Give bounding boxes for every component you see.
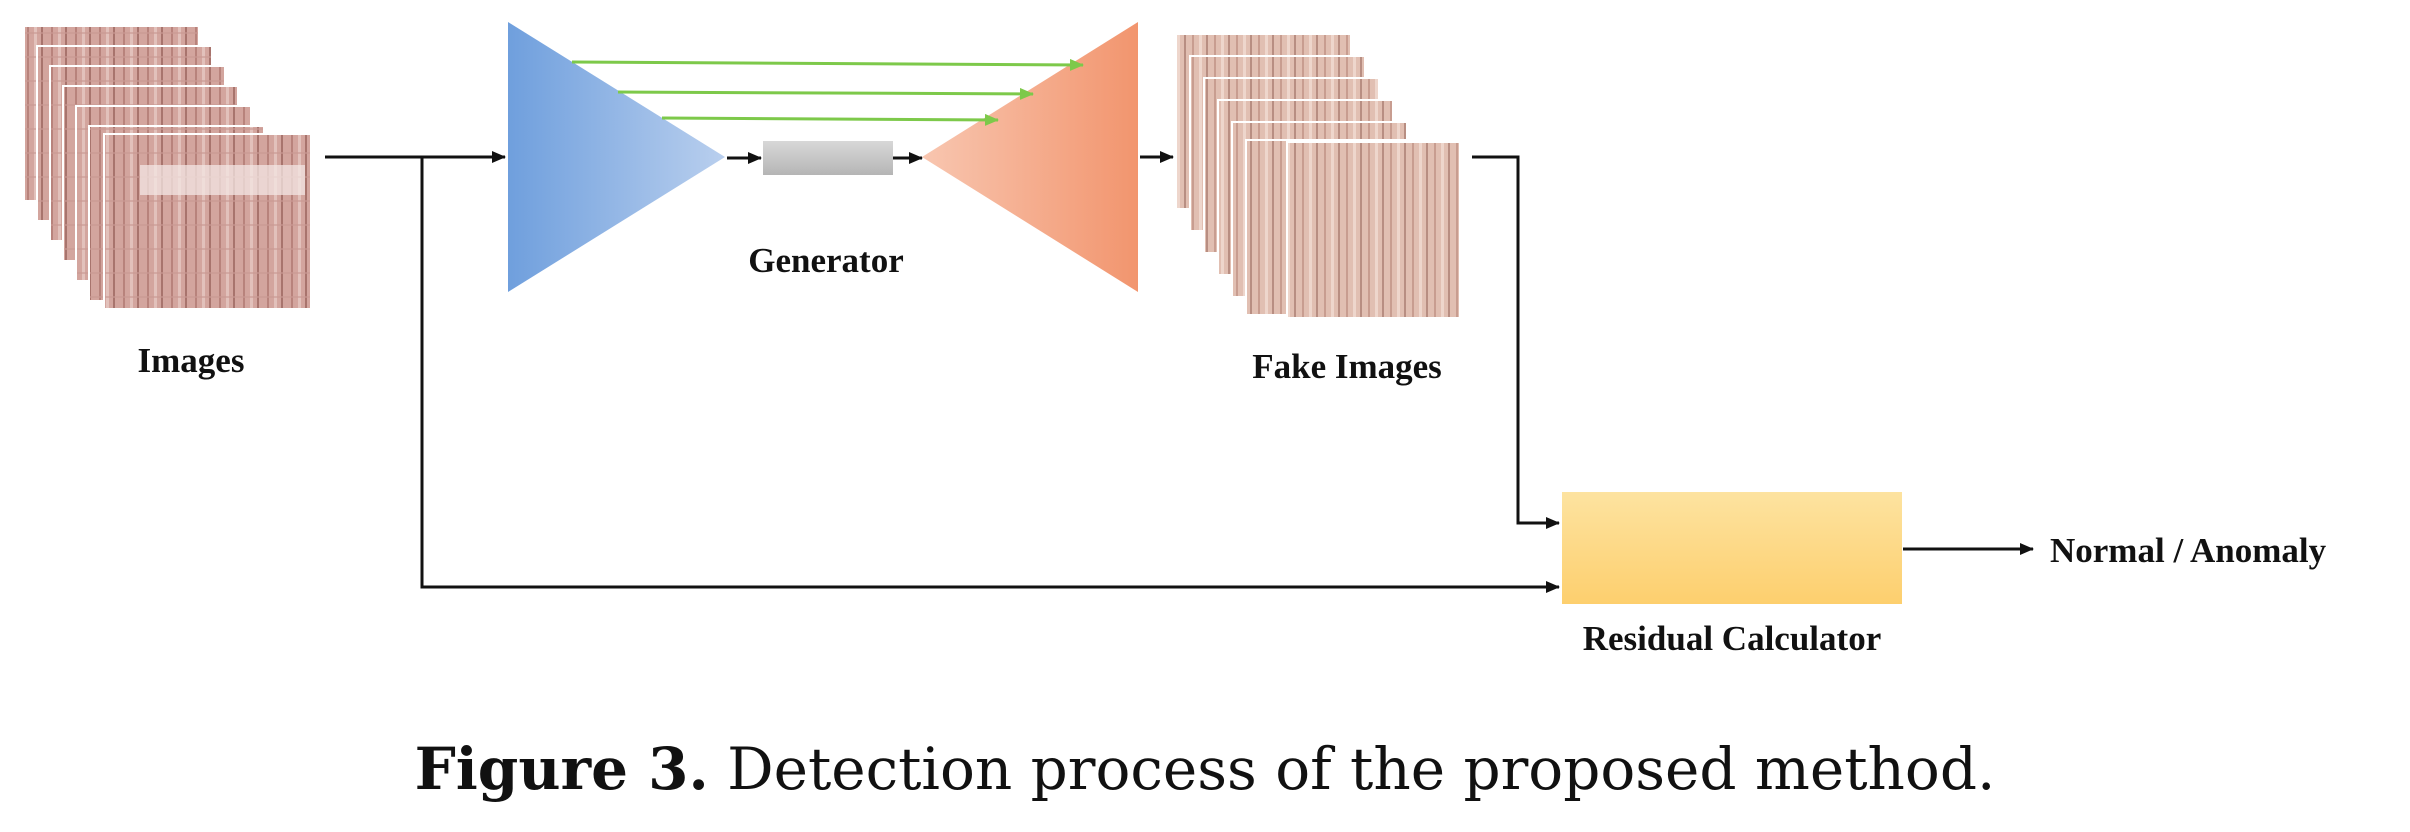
images-label: Images [138,341,245,380]
skip-connections [571,58,1084,126]
detection-process-diagram: Images Generator Fake Images Residual Ca… [23,22,2327,658]
generator-label: Generator [748,241,903,280]
residual-calculator-box [1562,492,1902,604]
arrow-images-to-residual [400,155,1560,593]
figure-caption: Figure 3. Detection process of the propo… [0,735,2410,803]
defect-highlight [140,165,305,195]
arrow-fake-images-to-residual [1472,155,1560,529]
fake-images-label: Fake Images [1252,347,1442,386]
decoder-triangle [922,22,1138,292]
flow-arrows [325,151,2034,593]
output-label: Normal / Anomaly [2050,531,2327,570]
figure-number: Figure 3. [414,735,709,803]
input-images-stack [23,25,312,310]
latent-vector [763,141,893,175]
residual-calculator-label: Residual Calculator [1583,619,1881,658]
caption-text: Detection process of the proposed method… [708,735,1996,803]
fake-images-stack [1175,33,1461,319]
encoder-triangle [508,22,725,292]
